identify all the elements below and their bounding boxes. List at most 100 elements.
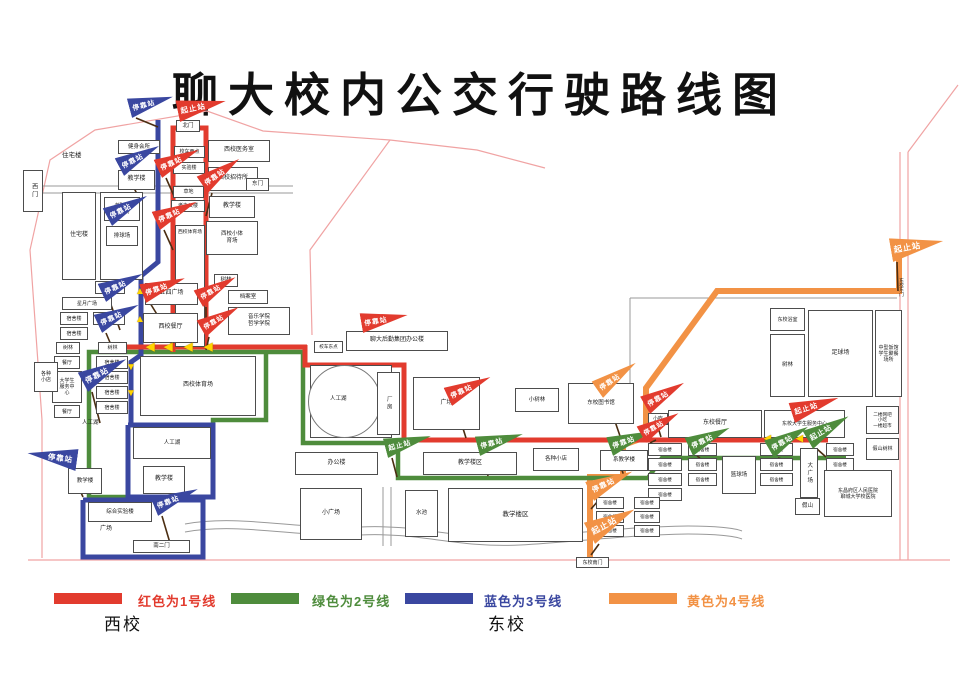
- direction-arrow-icon: ◀: [204, 341, 213, 353]
- flag-pole: [696, 455, 701, 459]
- building-box: 各种小店: [533, 448, 579, 471]
- flag-pole: [161, 515, 171, 544]
- direction-arrow-icon: ▼: [126, 362, 136, 373]
- flag-label: 停靠站: [479, 437, 505, 451]
- building-box: 宿舍楼: [96, 386, 128, 399]
- page-title: 聊大校内公交行驶路线图: [172, 69, 788, 121]
- flag-label: 停靠站: [646, 390, 671, 409]
- building-box: 宿舍楼: [60, 327, 88, 340]
- bus-route-line3-blue: [128, 352, 143, 425]
- building-box: 宿舍楼: [760, 458, 793, 471]
- stop-flag: 停靠站: [360, 305, 410, 333]
- direction-arrow-icon: ◀: [146, 341, 155, 353]
- building-box: 各种 小店: [34, 362, 58, 392]
- building-box: 星月广场: [62, 297, 112, 310]
- direction-arrow-icon: ◀: [796, 433, 803, 443]
- flag-pole: [205, 336, 210, 351]
- flag-label: 停靠站: [131, 99, 157, 113]
- flag-label: 停靠站: [611, 435, 637, 451]
- building-box: 音乐学院 哲学学院: [228, 307, 290, 335]
- flag-label: 停靠站: [156, 494, 181, 511]
- building-box: 档案室: [228, 290, 268, 304]
- building-box: 宿舍楼: [634, 497, 660, 509]
- direction-arrow-icon: ◀: [164, 341, 173, 353]
- direction-arrow-icon: ◀: [764, 433, 771, 443]
- flag-label: 停靠站: [202, 313, 226, 332]
- flag-pole: [590, 543, 600, 556]
- building-box: 东校浴室: [770, 308, 805, 331]
- building-box: 住宅楼: [62, 192, 96, 280]
- map-label: 人工湖: [330, 396, 347, 402]
- direction-arrow-icon: ▼: [126, 388, 136, 399]
- campus-boundary-line: [309, 139, 391, 336]
- map-label: 广场: [100, 526, 113, 532]
- building-box: 宿舍楼: [634, 511, 660, 523]
- building-box: 假山: [795, 498, 820, 515]
- building-box: 系教学楼: [600, 450, 648, 471]
- direction-arrow-icon: ◀: [184, 341, 193, 353]
- building-box: 西校体育场: [140, 356, 256, 416]
- building-box: 假山树林: [866, 438, 899, 460]
- flag-label: 停靠站: [47, 451, 74, 464]
- building-box: 教学楼: [118, 170, 155, 190]
- building-box: 二楼网吧 小吃 一楼超市: [866, 406, 899, 434]
- campus-boundary-line: [907, 84, 959, 153]
- building-box: 餐厅: [54, 405, 80, 418]
- building-box: 宿舍楼: [760, 473, 793, 486]
- building-box: 宿舍楼: [60, 312, 88, 325]
- building-box: 南二门: [133, 540, 190, 553]
- building-box: 西门: [23, 170, 43, 212]
- bus-route-line3-blue: [138, 120, 161, 357]
- flag-pole: [896, 261, 899, 292]
- building-box: 中型饭馆 学生聚餐 场所: [875, 310, 902, 397]
- building-box: 宿舍楼: [688, 473, 717, 486]
- building-box: 宿舍楼: [634, 525, 660, 537]
- building-box: 宿舍楼: [648, 458, 682, 471]
- building-box: 校车东点: [314, 341, 343, 353]
- terminus-flag: 起止站: [175, 90, 228, 122]
- building-box: 西校小体 育场: [206, 221, 258, 255]
- bus-route-line3-blue: [125, 422, 216, 500]
- stop-flag: 停靠站: [26, 442, 79, 471]
- building-box: 教学楼: [68, 468, 102, 494]
- building-box: 宿舍楼: [826, 458, 854, 471]
- building-box: 东门: [246, 178, 269, 191]
- building-box: 办公楼: [295, 452, 378, 475]
- building-box: 宿舍楼: [648, 443, 682, 456]
- building-box: 宿舍楼: [596, 497, 624, 509]
- building-box: 东校南门: [576, 557, 609, 568]
- terminus-flag: 起止站: [889, 229, 945, 262]
- flag-pole: [649, 439, 657, 444]
- flag-label: 停靠站: [363, 316, 389, 328]
- building-box: 树林: [770, 334, 805, 397]
- stop-flag: 停靠站: [640, 374, 689, 414]
- flag-label: 起止站: [179, 100, 207, 116]
- building-box: 聊大后勤集团办公楼: [346, 331, 448, 351]
- building-box: 综合实验楼: [88, 502, 152, 522]
- building-box: 小树林: [515, 388, 559, 412]
- building-box: 小广场: [300, 488, 362, 540]
- building-box: 宿舍楼: [96, 401, 128, 414]
- building-box: 篮球场: [722, 456, 756, 494]
- flag-pole: [135, 117, 159, 128]
- building-box: 宿舍楼: [688, 458, 717, 471]
- flag-label: 停靠站: [590, 476, 617, 494]
- flag-label: 起止站: [387, 439, 413, 453]
- building-box: 教学楼区: [423, 452, 517, 475]
- building-box: 东昌府区人民医院 聊城大学校医院: [824, 470, 892, 517]
- building-box: 教学楼区: [448, 488, 583, 542]
- direction-arrow-icon: ▲: [135, 286, 145, 297]
- map-label: 住宅楼: [62, 152, 82, 159]
- building-box: 水池: [405, 490, 438, 537]
- building-box: 大广场: [800, 448, 818, 498]
- map-label: 东校东门: [899, 278, 905, 297]
- building-box: 西校医务室: [208, 140, 270, 162]
- campus-boundary-line: [29, 110, 546, 558]
- building-box: 西校餐厅: [143, 313, 198, 343]
- road-line: [184, 528, 743, 546]
- flag-pole: [163, 229, 174, 251]
- building-box: 排球场: [106, 226, 138, 246]
- building-box: 足球场: [808, 310, 873, 397]
